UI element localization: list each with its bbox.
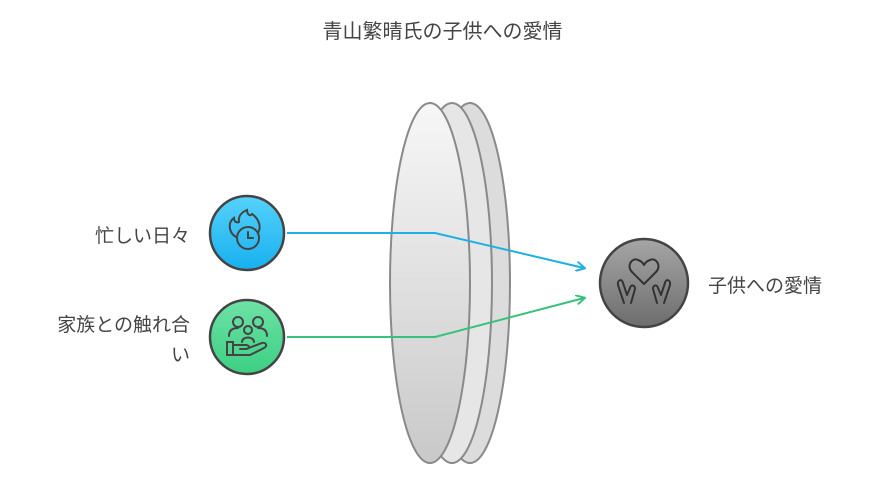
family-node: [208, 298, 286, 376]
connector-family: [287, 298, 584, 338]
lens-shape: [389, 102, 511, 464]
fire-clock-icon: [228, 208, 261, 250]
heart-hands-icon: [616, 258, 672, 304]
affection-node: [598, 237, 690, 329]
family-label-line2: い: [170, 344, 190, 366]
family-label-line1: 家族との触れ合: [57, 314, 190, 336]
family-hand-icon: [226, 316, 268, 356]
diagram-title: 青山繁晴氏の子供への愛情: [322, 19, 563, 43]
busy-days-label: 忙しい日々: [94, 225, 190, 247]
affection-label: 子供への愛情: [708, 275, 823, 297]
connector-busy-days: [287, 232, 584, 268]
busy-days-node: [208, 194, 286, 272]
